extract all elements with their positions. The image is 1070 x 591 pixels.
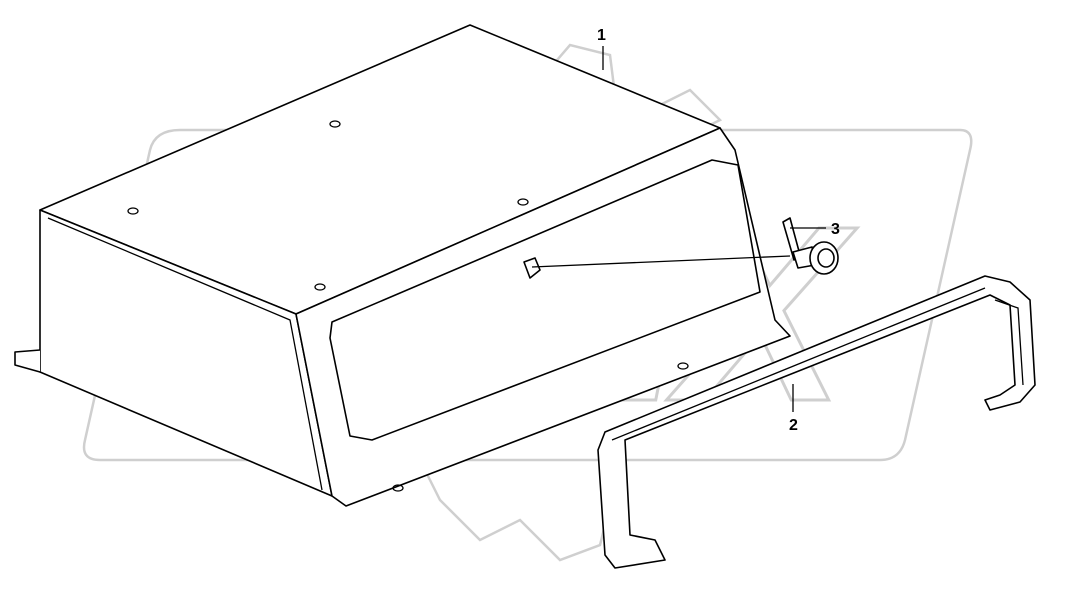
callout-2: 2 xyxy=(789,384,798,434)
callout-label-2: 2 xyxy=(789,417,798,434)
callout-1: 1 xyxy=(597,27,606,70)
callout-3: 3 xyxy=(790,221,840,238)
part-lock xyxy=(531,217,839,275)
callout-label-3: 3 xyxy=(831,221,840,238)
part-cover xyxy=(14,24,791,507)
callout-label-1: 1 xyxy=(597,27,606,44)
part-seal xyxy=(597,275,1036,569)
